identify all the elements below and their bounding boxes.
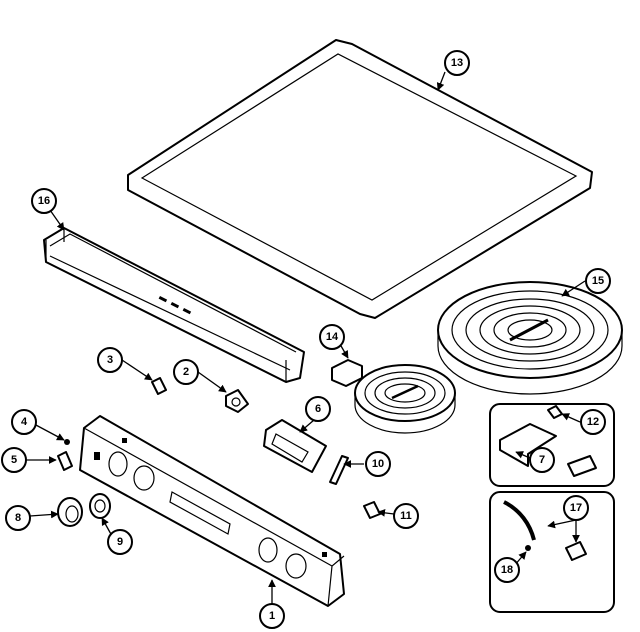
svg-text:4: 4 bbox=[21, 416, 28, 428]
svg-text:13: 13 bbox=[451, 57, 463, 69]
inset-box-lower bbox=[489, 491, 615, 613]
svg-text:17: 17 bbox=[570, 502, 582, 514]
callout-2: 2 bbox=[173, 359, 199, 385]
callout-11: 11 bbox=[393, 503, 419, 529]
callout-16: 16 bbox=[31, 188, 57, 214]
callout-18: 18 bbox=[494, 557, 520, 583]
callout-7: 7 bbox=[529, 447, 555, 473]
svg-text:6: 6 bbox=[315, 403, 321, 415]
svg-text:14: 14 bbox=[326, 331, 339, 343]
callout-1: 1 bbox=[259, 603, 285, 629]
callout-10: 10 bbox=[365, 451, 391, 477]
callout-6: 6 bbox=[305, 396, 331, 422]
inset-box-upper bbox=[489, 403, 615, 487]
svg-text:16: 16 bbox=[38, 195, 50, 207]
svg-text:11: 11 bbox=[400, 510, 412, 522]
knob-part-8 bbox=[57, 497, 83, 527]
svg-text:9: 9 bbox=[117, 536, 123, 548]
svg-text:15: 15 bbox=[592, 275, 604, 287]
cooktop-frame-part bbox=[127, 39, 593, 319]
callout-4: 4 bbox=[11, 409, 37, 435]
svg-text:7: 7 bbox=[539, 454, 545, 466]
callout-9: 9 bbox=[107, 529, 133, 555]
svg-text:1: 1 bbox=[269, 610, 275, 622]
svg-text:5: 5 bbox=[11, 454, 17, 466]
bracket-part-10 bbox=[329, 455, 349, 485]
switch-part-3 bbox=[151, 377, 167, 395]
small-surface-element-part bbox=[331, 359, 456, 434]
svg-text:18: 18 bbox=[501, 564, 513, 576]
svg-text:2: 2 bbox=[183, 366, 189, 378]
display-part-6 bbox=[263, 419, 327, 473]
svg-text:12: 12 bbox=[587, 416, 599, 428]
svg-text:8: 8 bbox=[15, 512, 21, 524]
knob-skirt-part-9 bbox=[89, 493, 111, 519]
callout-8: 8 bbox=[5, 505, 31, 531]
callout-13: 13 bbox=[444, 50, 470, 76]
callout-15: 15 bbox=[585, 268, 611, 294]
callout-5: 5 bbox=[1, 447, 27, 473]
light-part-5 bbox=[57, 451, 73, 471]
callout-14: 14 bbox=[319, 324, 345, 350]
callout-3: 3 bbox=[97, 347, 123, 373]
svg-text:10: 10 bbox=[372, 458, 384, 470]
knob-part-2 bbox=[225, 389, 249, 413]
large-surface-element-part bbox=[437, 281, 623, 395]
callout-12: 12 bbox=[580, 409, 606, 435]
clip-part-4 bbox=[64, 439, 70, 445]
clip-part-11 bbox=[363, 501, 381, 519]
callout-17: 17 bbox=[563, 495, 589, 521]
leader-lines bbox=[24, 71, 586, 604]
control-panel-part bbox=[79, 415, 345, 607]
svg-text:3: 3 bbox=[107, 354, 113, 366]
